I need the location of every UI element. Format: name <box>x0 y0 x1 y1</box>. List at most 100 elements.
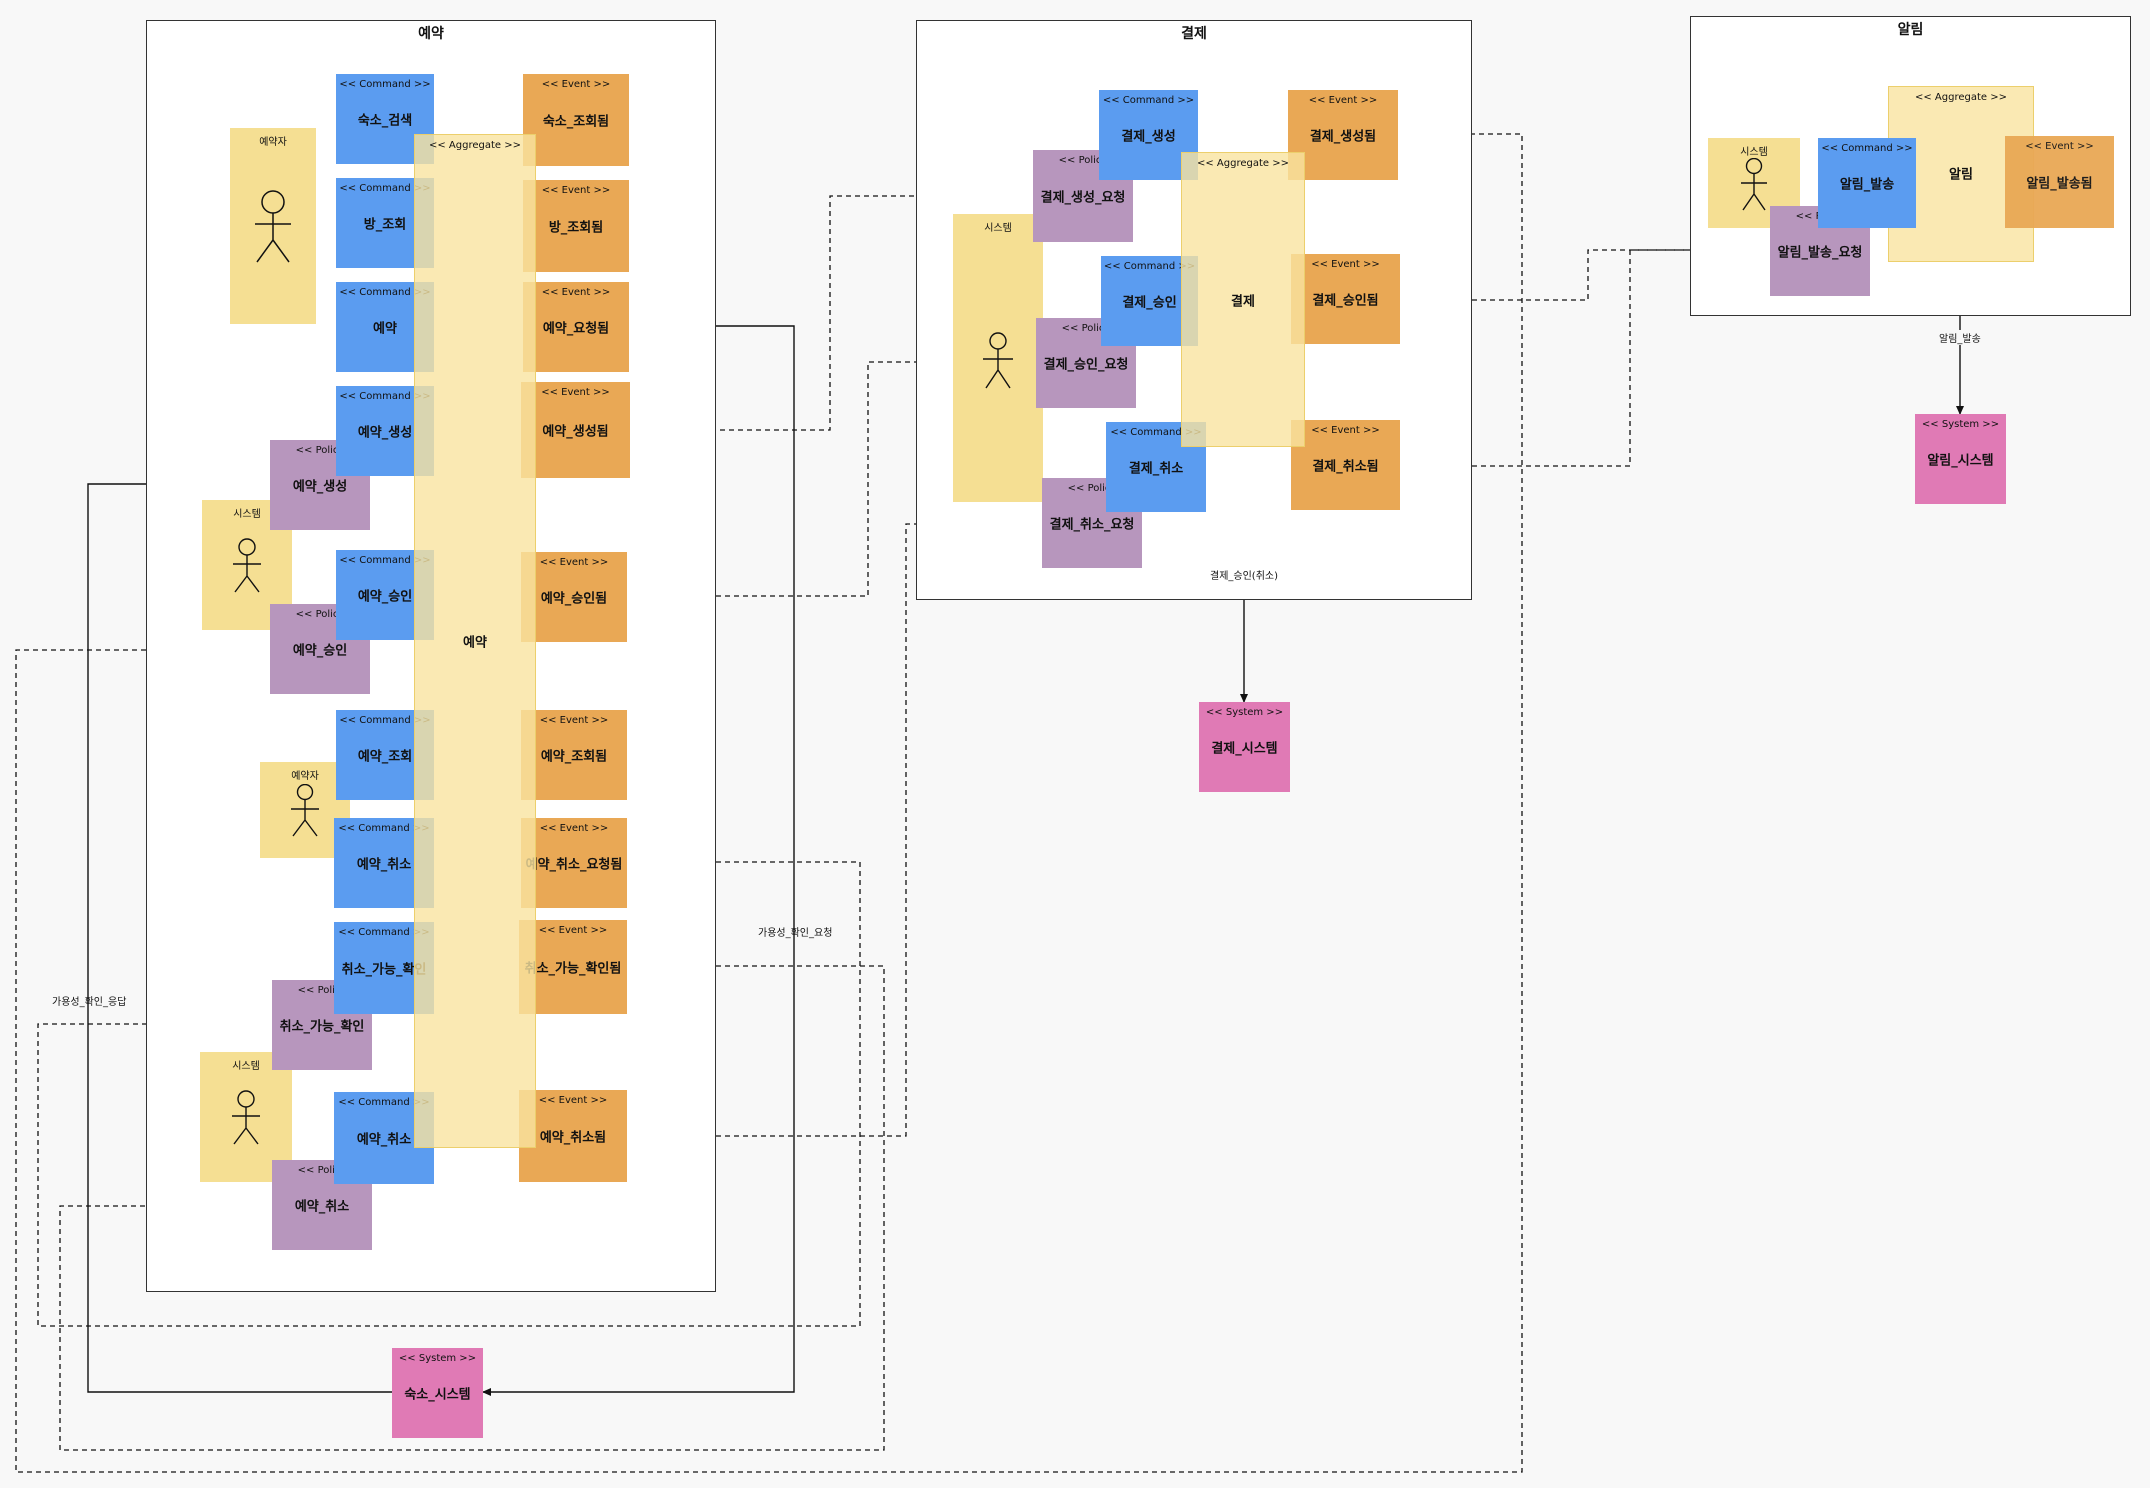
stereotype-label: << Command >> <box>339 183 431 194</box>
command-name: 예약_승인 <box>357 589 413 605</box>
event-cancel-checked[interactable]: << Event >> 취소_가능_확인됨 <box>519 920 627 1014</box>
event-payment-created[interactable]: << Event >> 결제_생성됨 <box>1288 90 1398 180</box>
system-name: 숙소_시스템 <box>404 1387 471 1403</box>
policy-reservation-approve[interactable]: << Policy 예약_승인 <box>270 604 370 694</box>
link-cancel-checked-to-reservation-cancel-policy <box>59 965 885 1451</box>
stereotype-label: << Command >> <box>1102 95 1195 106</box>
stereotype-label: << Policy <box>297 985 347 996</box>
command-name: 알림_발송 <box>1839 177 1895 193</box>
stereotype-label: << Command >> <box>339 287 431 298</box>
command-name: 예약_조회 <box>357 749 413 765</box>
stereotype-label: << Event >> <box>541 387 610 398</box>
command-lodging-search[interactable]: << Command >> 숙소_검색 <box>336 74 434 164</box>
stereotype-label: << Event >> <box>538 925 608 936</box>
link-label-payment-approve-cancel: 결제_승인(취소) <box>1210 567 1279 582</box>
stereotype-label: << Event >> <box>2025 141 2094 152</box>
aggregate-name: 예약 <box>463 635 487 651</box>
stereotype-label: << Command >> <box>1821 143 1913 154</box>
event-reservation-viewed[interactable]: << Event >> 예약_조회됨 <box>521 710 627 800</box>
frame-title: 알림 <box>1897 22 1924 38</box>
command-name: 방_조회 <box>363 217 407 233</box>
stereotype-label: << Aggregate >> <box>428 140 521 151</box>
system-payment[interactable]: << System >> 결제_시스템 <box>1199 702 1290 792</box>
event-lodging-searched[interactable]: << Event >> 숙소_조회됨 <box>523 74 629 166</box>
link-label-availability-request: 가용성_확인_요청 <box>758 928 833 939</box>
event-reservation-approved[interactable]: << Event >> 예약_승인됨 <box>521 552 627 642</box>
command-notify-send[interactable]: << Command >> 알림_발송 <box>1818 138 1916 228</box>
event-name: 결제_생성됨 <box>1309 129 1377 145</box>
frame-title: 결제 <box>1181 26 1207 42</box>
event-name: 예약_요청됨 <box>542 321 610 337</box>
command-name: 취소_가능_확인 <box>341 962 427 978</box>
actor-system[interactable]: 시스템 <box>953 214 1043 502</box>
system-notification[interactable]: << System >> 알림_시스템 <box>1915 414 2006 504</box>
event-reservation-requested[interactable]: << Event >> 예약_요청됨 <box>523 282 629 372</box>
event-name: 숙소_조회됨 <box>542 114 610 130</box>
event-payment-approved[interactable]: << Event >> 결제_승인됨 <box>1291 254 1400 344</box>
command-name: 예약_취소 <box>356 1132 412 1148</box>
command-name: 숙소_검색 <box>357 113 413 129</box>
person-icon <box>232 1090 260 1145</box>
stereotype-label: << Event >> <box>1311 259 1380 270</box>
person-icon <box>983 332 1013 389</box>
stereotype-label: << Event >> <box>1308 95 1378 106</box>
policy-name: 결제_취소_요청 <box>1049 517 1135 533</box>
policy-name: 알림_발송_요청 <box>1777 245 1863 261</box>
stereotype-label: << Command >> <box>338 1097 430 1108</box>
stereotype-label: << Aggregate >> <box>1196 158 1289 169</box>
aggregate-payment[interactable]: << Aggregate >> 결제 <box>1181 152 1305 447</box>
stereotype-label: << System >> <box>1921 419 2000 430</box>
actor-reserver[interactable]: 예약자 <box>230 128 316 324</box>
event-payment-cancelled[interactable]: << Event >> 결제_취소됨 <box>1291 420 1400 510</box>
stereotype-label: << Event >> <box>539 557 609 568</box>
stereotype-label: << Command >> <box>1110 427 1202 438</box>
frame-title: 예약 <box>418 26 444 42</box>
actor-label: 시스템 <box>984 223 1012 234</box>
aggregate-name: 알림 <box>1949 167 1973 183</box>
policy-name: 결제_생성_요청 <box>1040 190 1126 206</box>
policy-name: 결제_승인_요청 <box>1043 357 1129 373</box>
actor-system[interactable]: 시스템 <box>1708 138 1800 228</box>
policy-name: 예약_승인 <box>292 643 348 659</box>
event-cancel-requested[interactable]: << Event >> 예약_취소_요청됨 <box>521 818 627 908</box>
actor-label: 시스템 <box>1740 147 1768 158</box>
event-name: 알림_발송됨 <box>2026 176 2093 192</box>
link-reservation-cancelled-to-payment-cancel-policy <box>626 520 1043 1137</box>
stereotype-label: << Command >> <box>339 391 431 402</box>
event-reservation-cancelled[interactable]: << Event >> 예약_취소됨 <box>519 1090 627 1182</box>
command-name: 결제_취소 <box>1128 461 1184 477</box>
event-name: 예약_취소됨 <box>539 1130 607 1146</box>
person-icon <box>291 784 319 837</box>
command-name: 결제_생성 <box>1121 129 1176 145</box>
event-name: 결제_취소됨 <box>1312 459 1379 475</box>
event-notify-sent[interactable]: << Event >> 알림_발송됨 <box>2005 136 2114 228</box>
actor-label: 시스템 <box>232 1061 260 1072</box>
policy-name: 취소_가능_확인 <box>279 1019 365 1035</box>
stereotype-label: << Command >> <box>338 823 430 834</box>
stereotype-label: << Policy <box>1058 155 1108 166</box>
aggregate-reservation[interactable]: << Aggregate >> 예약 <box>414 134 536 1148</box>
person-icon <box>255 190 291 263</box>
actor-label: 예약자 <box>291 771 319 782</box>
stereotype-label: << Command >> <box>338 927 430 938</box>
stereotype-label: << Command >> <box>1103 261 1196 272</box>
stereotype-label: << Event >> <box>541 287 611 298</box>
event-reservation-created[interactable]: << Event >> 예약_생성됨 <box>521 382 630 478</box>
link-payment-created-to-reservation-approve-policy <box>15 133 1523 1473</box>
aggregate-name: 결제 <box>1231 294 1255 309</box>
stereotype-label: << Event >> <box>539 715 609 726</box>
system-lodging[interactable]: << System >> 숙소_시스템 <box>392 1348 483 1438</box>
event-name: 방_조회됨 <box>548 220 604 236</box>
event-name: 예약_취소_요청됨 <box>525 857 623 873</box>
stereotype-label: << Command >> <box>339 715 431 726</box>
stereotype-label: << Policy <box>297 1165 347 1176</box>
stereotype-label: << Command >> <box>339 555 431 566</box>
command-name: 예약 <box>373 321 397 337</box>
policy-name: 예약_생성 <box>292 479 348 495</box>
event-room-viewed[interactable]: << Event >> 방_조회됨 <box>523 180 629 272</box>
person-icon <box>1741 158 1767 211</box>
command-name: 예약_생성 <box>357 425 413 441</box>
event-name: 취소_가능_확인됨 <box>524 961 622 977</box>
stereotype-label: << Event >> <box>541 79 611 90</box>
stereotype-label: << Event >> <box>539 823 609 834</box>
